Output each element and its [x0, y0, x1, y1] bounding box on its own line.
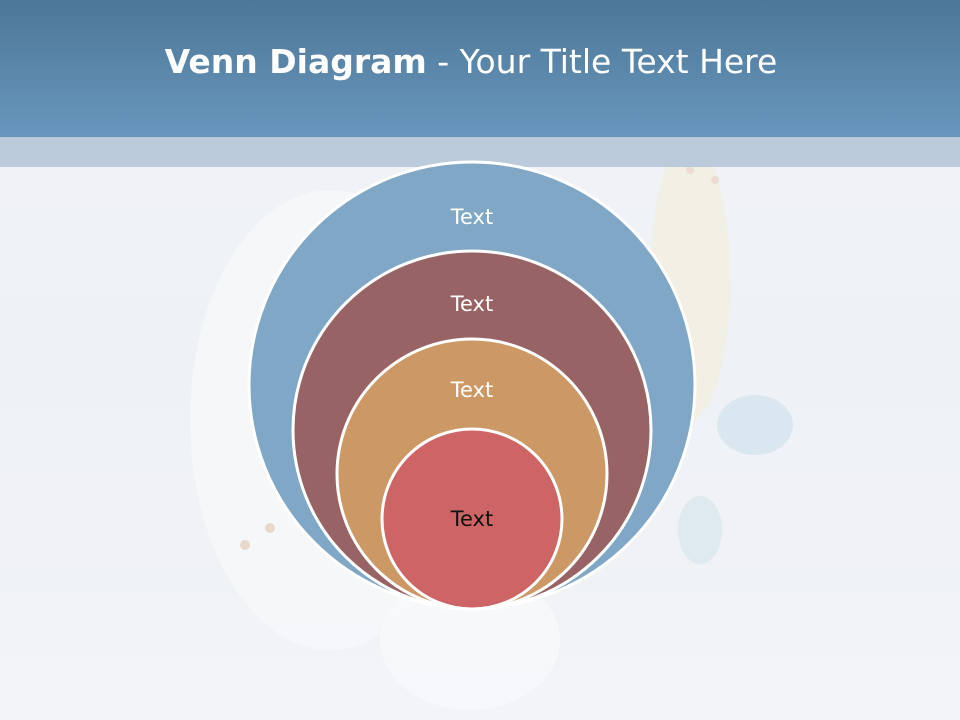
circle-outer-label: Text	[450, 205, 493, 229]
circle-inner-label: Text	[450, 507, 493, 531]
circle-second-label: Text	[450, 292, 493, 316]
slide-title-bold: Venn Diagram	[164, 42, 427, 81]
circle-inner[interactable]	[380, 427, 564, 611]
slide-title-rest: - Your Title Text Here	[426, 42, 778, 81]
circle-third-label: Text	[450, 378, 493, 402]
slide-title: Venn Diagram - Your Title Text Here	[0, 42, 942, 82]
header-band	[0, 0, 960, 137]
